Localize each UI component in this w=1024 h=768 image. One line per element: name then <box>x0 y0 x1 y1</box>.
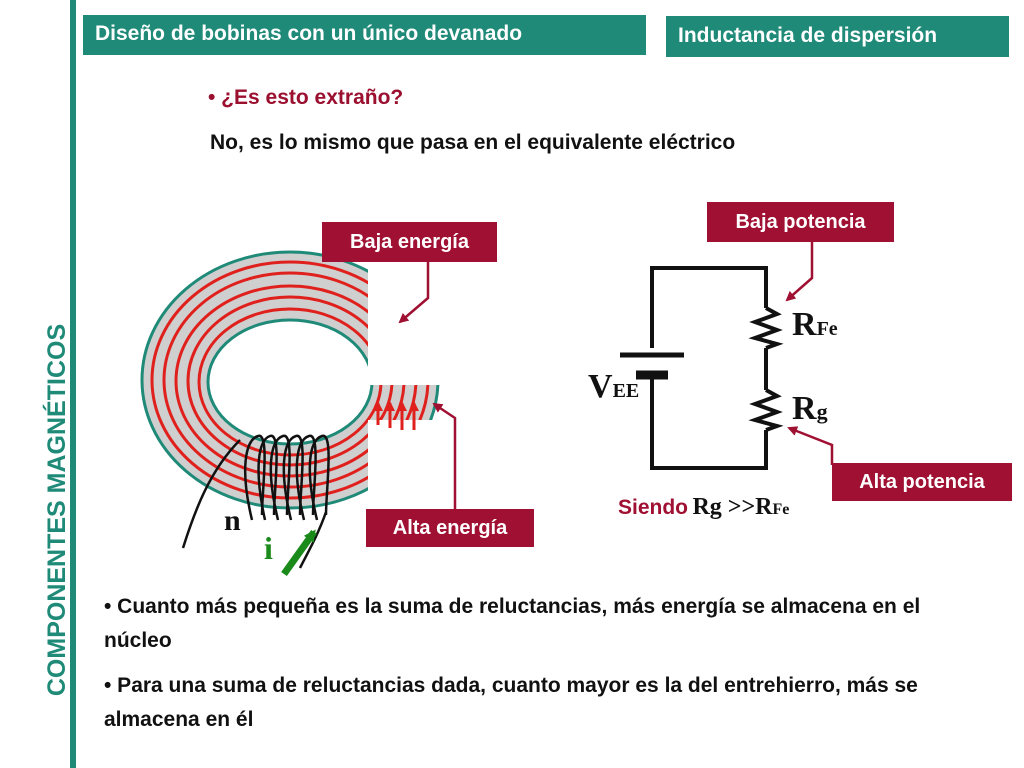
toroid-core <box>140 250 440 510</box>
current-symbol: i <box>264 530 273 566</box>
source-label-sub: EE <box>612 380 640 402</box>
resistor-r-fe <box>748 306 784 350</box>
r-fe-label: RFe <box>792 306 838 344</box>
r-g-label-main: R <box>792 390 817 427</box>
side-accent-bar <box>70 0 76 768</box>
r-fe-label-sub: Fe <box>816 318 838 340</box>
intro-question: • ¿Es esto extraño? <box>208 86 404 109</box>
magnetic-callout-lines <box>398 262 457 512</box>
source-label-main: V <box>588 368 613 405</box>
condition-line: Siendo Rg >>RFe <box>618 494 789 521</box>
r-fe-label-main: R <box>792 306 817 343</box>
condition-prefix: Siendo <box>618 496 689 519</box>
condition-sub: Fe <box>772 501 790 518</box>
r-g-label: Rg <box>792 390 828 428</box>
circuit-callout-lines <box>785 242 834 465</box>
slide-topic: Inductancia de dispersión <box>666 16 1009 57</box>
source-label: VEE <box>588 368 639 406</box>
turns-symbol: n <box>224 504 241 537</box>
bullet-item: • Cuanto más pequeña es la suma de reluc… <box>104 595 921 652</box>
resistor-r-g <box>748 388 784 432</box>
gap-flux-arrows <box>373 401 419 430</box>
low-power-callout: Baja potencia <box>707 202 894 242</box>
current-arrow <box>281 529 317 577</box>
low-energy-callout: Baja energía <box>322 222 497 262</box>
r-g-label-sub: g <box>816 399 828 424</box>
high-energy-callout: Alta energía <box>366 509 534 547</box>
bullet-item: • Para una suma de reluctancias dada, cu… <box>104 674 918 731</box>
condition-expr: Rg >>R <box>692 494 773 520</box>
high-power-callout: Alta potencia <box>832 463 1012 501</box>
slide-title: Diseño de bobinas con un único devanado <box>83 15 646 55</box>
equivalent-circuit <box>620 266 768 470</box>
intro-answer: No, es lo mismo que pasa en el equivalen… <box>210 131 736 154</box>
